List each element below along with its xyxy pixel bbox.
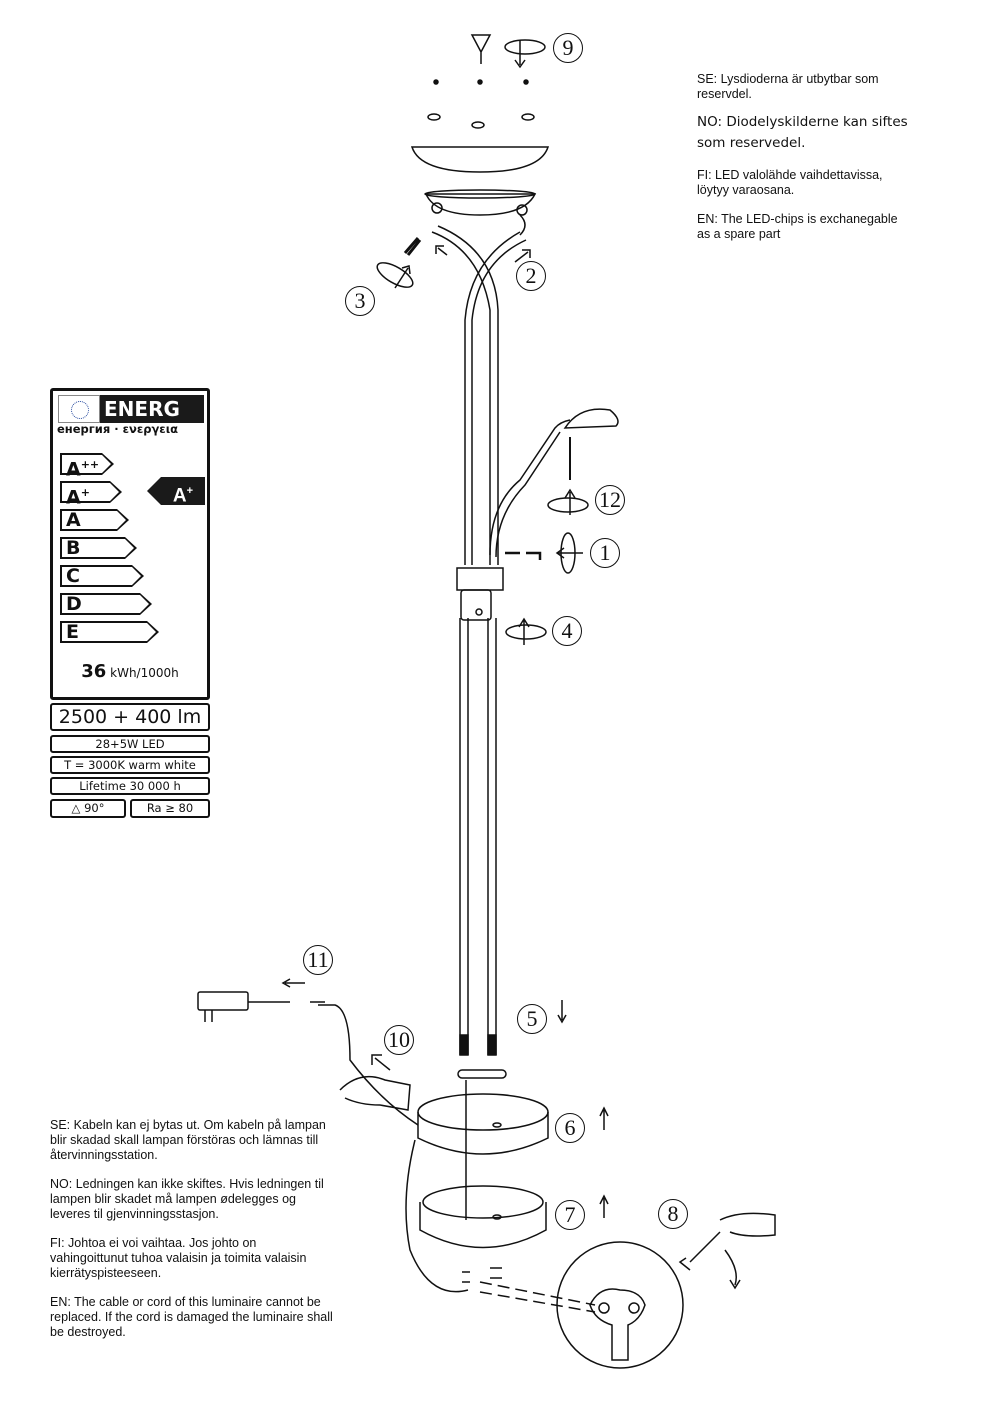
spec-cri: Ra ≥ 80 [130,799,210,818]
upper-stem-right [464,231,527,565]
step-2: 2 [516,261,546,291]
note-en: EN: The cable or cord of this luminaire … [50,1295,333,1339]
class-d: D [60,593,152,615]
step-1: 1 [590,538,620,568]
class-c: C [60,565,144,587]
note-fi: FI: Johtoa ei voi vaihtaa. Jos johto on … [50,1236,307,1280]
note-se: SE: Lysdioderna är utbytbar som reservde… [697,72,879,101]
power-adapter [197,991,249,1011]
note-no: NO: Ledningen kan ikke skiftes. Hvis led… [50,1177,324,1221]
step-5: 5 [517,1004,547,1034]
step-7: 7 [555,1200,585,1230]
energy-consumption: 36 kWh/1000h [81,661,179,682]
step-8: 8 [658,1199,688,1229]
spec-power: 28+5W LED [50,735,210,753]
base-bottom-view [556,1241,684,1369]
spec-color-temp: T = 3000K warm white [50,756,210,774]
step-10: 10 [384,1025,414,1055]
class-e: E [60,621,159,643]
note-fi: FI: LED valolähde vaihdettavissa, löytyy… [697,168,883,197]
note-se: SE: Kabeln kan ej bytas ut. Om kabeln på… [50,1118,326,1162]
beam-angle-icon: △ [71,801,81,815]
lower-rods [459,618,497,1055]
step-12: 12 [595,485,625,515]
step-6: 6 [555,1113,585,1143]
note-en: EN: The LED-chips is exchanegable as a s… [697,212,898,241]
energy-subtitle: енергия · ενεργεια [57,422,179,436]
hand-icon [719,1212,776,1237]
joint-connector [456,567,504,591]
spec-lumen: 2500 + 400 lm [50,703,210,731]
eu-flag-icon [58,395,100,423]
note-no: NO: Diodelyskilderne kan siftes som rese… [697,114,908,151]
led-holder [424,193,537,216]
screwdriver-icon [470,34,492,64]
class-a-plus: A+ [60,481,122,507]
shade-bowl [410,146,550,173]
led-replacement-notes: SE: Lysdioderna är utbytbar som reservde… [697,72,937,256]
energy-rating-badge: A+ [147,477,205,506]
energy-title: ENERG [104,397,180,421]
step-3: 3 [345,286,375,316]
spec-beam-angle: △ 90° [50,799,126,818]
power-cord [405,1139,469,1293]
base-bracket [457,1069,507,1079]
class-b: B [60,537,137,559]
screws [427,79,535,129]
class-a-plus-plus: A++ [60,453,114,479]
step-4: 4 [552,616,582,646]
base-disc-weight [422,1185,544,1219]
cord-notes: SE: Kabeln kan ej bytas ut. Om kabeln på… [50,1118,335,1354]
spec-lifetime: Lifetime 30 000 h [50,777,210,795]
base-disc-top [417,1093,549,1131]
energy-label: ENERG енергия · ενεργεια A++ A+ A B C D … [50,388,210,700]
step-9: 9 [553,33,583,63]
energy-header: ENERG [58,395,204,423]
reading-head [563,408,619,429]
class-a: A [60,509,129,531]
reading-arm [489,419,571,558]
step-11: 11 [303,945,333,975]
